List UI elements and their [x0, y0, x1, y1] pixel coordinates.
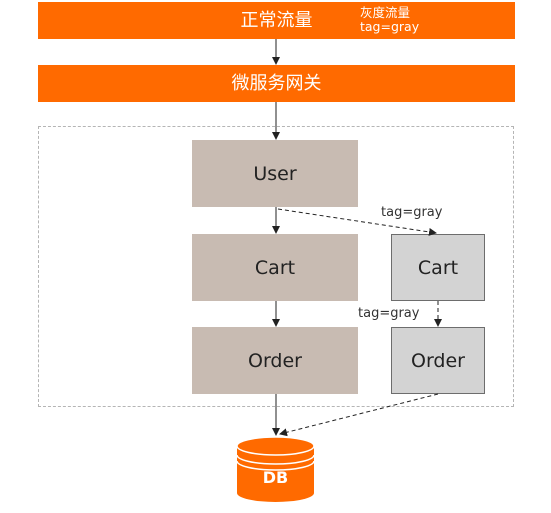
order-service-box: Order	[192, 327, 358, 394]
cart-service-label: Cart	[254, 256, 296, 279]
gateway-bar: 微服务网关	[38, 65, 515, 102]
user-service-label: User	[253, 162, 297, 185]
database-cylinder	[236, 436, 315, 502]
cart-service-box: Cart	[192, 234, 358, 301]
database-label: DB	[262, 468, 289, 487]
gray-cart-service-label: Cart	[417, 256, 459, 279]
gray-traffic-label: 灰度流量	[360, 5, 411, 20]
gray-cart-to-gray-order-tag: tag=gray	[358, 306, 420, 321]
gateway-label: 微服务网关	[231, 73, 322, 94]
normal-traffic-bar: 正常流量 灰度流量 tag=gray	[38, 2, 515, 39]
gray-cart-service-box: Cart	[391, 234, 485, 301]
user-service-box: User	[192, 140, 358, 207]
gray-order-service-label: Order	[411, 349, 465, 372]
arrow-user-to-gray-cart	[277, 208, 437, 236]
arrow-gray-order-to-db	[279, 393, 439, 437]
normal-traffic-label: 正常流量	[240, 10, 313, 31]
order-service-label: Order	[248, 349, 302, 372]
gray-traffic-note: 灰度流量 tag=gray	[360, 6, 419, 34]
gray-traffic-tag: tag=gray	[360, 19, 420, 34]
gray-order-service-box: Order	[391, 327, 485, 394]
user-to-gray-cart-tag: tag=gray	[381, 205, 443, 220]
